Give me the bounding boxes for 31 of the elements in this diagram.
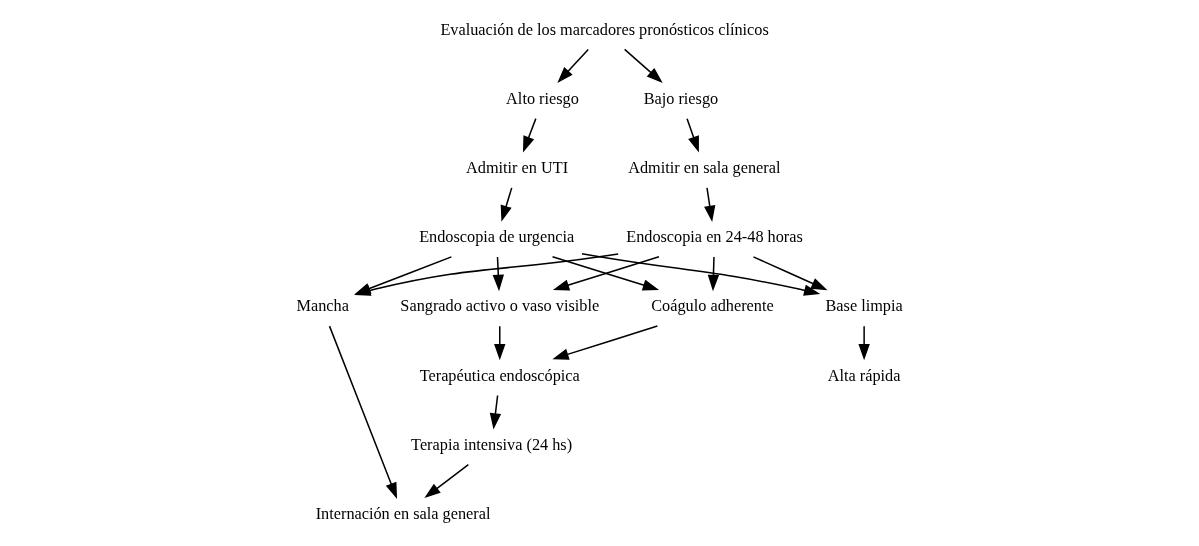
- node-text: Admitir en UTI: [466, 158, 569, 178]
- node-text: Terapia intensiva (24 hs): [411, 434, 573, 454]
- node-text: Alto riesgo: [506, 88, 579, 108]
- arrow: [858, 325, 870, 361]
- arrow: [704, 187, 716, 222]
- node-text: Endoscopia en 24-48 horas: [626, 227, 803, 247]
- arrow: [552, 325, 659, 360]
- node-text: Base limpia: [825, 296, 903, 316]
- arrow: [581, 253, 821, 296]
- arrow: [494, 325, 506, 361]
- node-text: Mancha: [296, 296, 349, 316]
- arrow: [489, 394, 502, 430]
- arrow: [752, 256, 828, 291]
- node-text: Terapéutica endoscópica: [419, 365, 580, 385]
- node-text: Internación en sala general: [315, 504, 491, 524]
- node-text: Bajo riesgo: [643, 88, 719, 108]
- arrow: [557, 48, 590, 83]
- arrow: [522, 117, 537, 153]
- node-text: Coágulo adherente: [651, 296, 774, 316]
- node-text: Endoscopia de urgencia: [419, 227, 575, 247]
- node-text: Admitir en sala general: [628, 158, 781, 178]
- arrow: [328, 325, 398, 499]
- node-text: Alta rápida: [827, 365, 901, 385]
- node-text: Sangrado activo o vaso visible: [400, 296, 600, 316]
- arrow: [623, 48, 663, 83]
- arrow: [492, 256, 504, 292]
- arrow: [500, 187, 513, 222]
- arrow: [686, 117, 699, 153]
- arrow: [424, 463, 470, 499]
- arrow: [707, 256, 720, 292]
- node-text: Evaluación de los marcadores pronósticos clínicos: [440, 19, 769, 39]
